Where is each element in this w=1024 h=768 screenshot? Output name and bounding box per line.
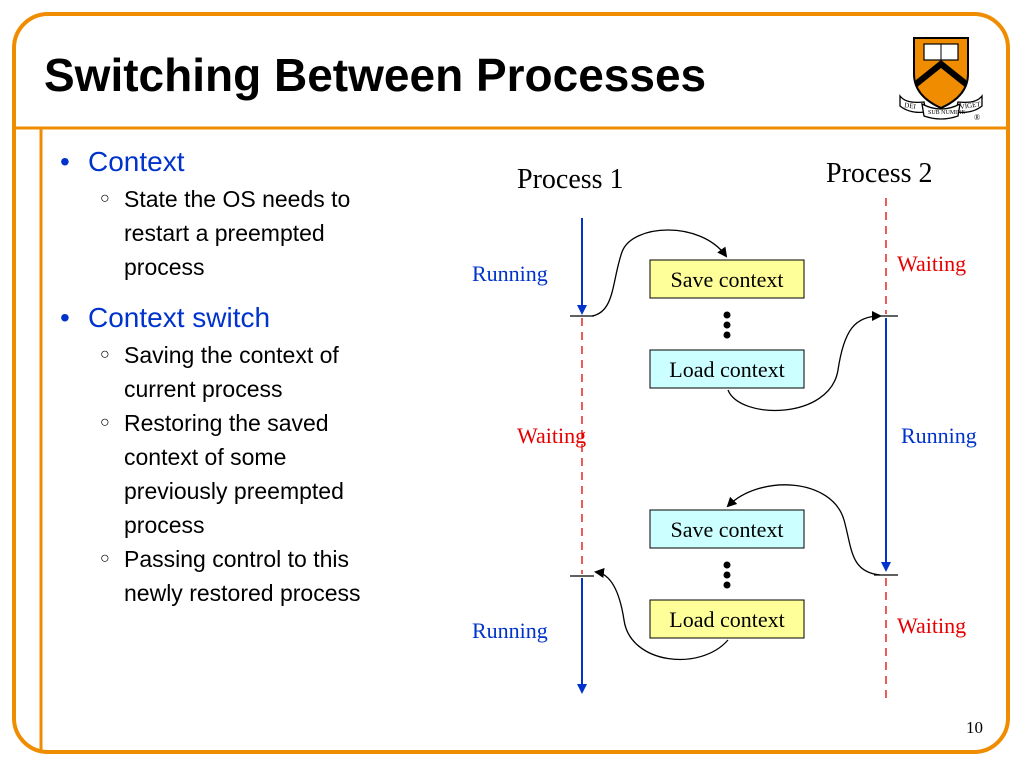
ellipsis-dot	[723, 321, 731, 329]
sub-bullet-line: newly restored process	[124, 580, 361, 606]
registered-mark: ®	[974, 113, 980, 122]
ellipsis-dot	[723, 571, 731, 579]
sub-bullet-line: State the OS needs to	[124, 186, 351, 212]
circle-bullet-icon: ○	[100, 190, 110, 207]
sub-bullet-cont: context of some	[60, 440, 440, 474]
p1-state-running-2: Running	[472, 618, 548, 643]
sub-bullet-line: previously preempted	[124, 478, 344, 504]
ribbon-center	[921, 102, 961, 120]
arrow-load-1-to-p2	[727, 311, 882, 412]
bullet-context: Context	[60, 142, 440, 182]
ellipsis-dot	[723, 561, 731, 569]
bullet-list: Context ○ State the OS needs to restart a…	[60, 142, 440, 610]
sub-bullet: ○ Saving the context of	[60, 338, 440, 372]
sub-bullet: ○ State the OS needs to	[60, 182, 440, 216]
motto-center: SUB NUMINE	[928, 110, 966, 116]
sub-bullet-line: current process	[124, 376, 283, 402]
load-context-box-1	[649, 349, 805, 389]
arrow-p2-to-save-2	[726, 484, 881, 576]
sub-bullet-cont: process	[60, 250, 440, 284]
motto-right: VIGET	[959, 100, 982, 111]
p2-state-running: Running	[901, 423, 977, 448]
princeton-shield-logo: DEI SUB NUMINE VIGET ®	[899, 37, 983, 122]
sub-bullet-cont: newly restored process	[60, 576, 440, 610]
load-context-box-2	[649, 599, 805, 639]
sub-bullet-cont: current process	[60, 372, 440, 406]
slide-title: Switching Between Processes	[44, 49, 707, 101]
bullet-context-switch: Context switch	[60, 298, 440, 338]
ellipsis-dot	[723, 581, 731, 589]
p1-state-running-1: Running	[472, 261, 548, 286]
sub-bullet-line: Passing control to this	[124, 546, 350, 572]
save-context-label-1: Save context	[670, 267, 783, 292]
sub-bullet-cont: previously preempted	[60, 474, 440, 508]
slide-border	[12, 12, 1010, 754]
sub-bullet: ○ Restoring the saved	[60, 406, 440, 440]
sub-bullet-line: Restoring the saved	[124, 410, 329, 436]
p2-state-waiting-1: Waiting	[897, 251, 966, 276]
circle-bullet-icon: ○	[100, 414, 110, 431]
sub-bullet-line: process	[124, 512, 205, 538]
motto-left: DEI	[904, 101, 917, 111]
save-context-box-1	[649, 259, 805, 299]
save-context-box-2	[649, 509, 805, 549]
arrow-load-2-to-p1	[594, 568, 729, 661]
sub-bullet-line: restart a preempted	[124, 220, 325, 246]
sub-bullet-cont: process	[60, 508, 440, 542]
save-context-label-2: Save context	[670, 517, 783, 542]
circle-bullet-icon: ○	[100, 550, 110, 567]
load-context-label-2: Load context	[669, 607, 784, 632]
arrow-p1-to-save-1	[591, 229, 728, 317]
ellipsis-dot	[723, 311, 731, 319]
page-number: 10	[966, 718, 983, 737]
ellipsis-dot	[723, 331, 731, 339]
circle-bullet-icon: ○	[100, 346, 110, 363]
sub-bullet-line: context of some	[124, 444, 287, 470]
p2-state-waiting-2: Waiting	[897, 613, 966, 638]
shield-chevron	[916, 60, 966, 88]
load-context-label-1: Load context	[669, 357, 784, 382]
sub-bullet-cont: restart a preempted	[60, 216, 440, 250]
process2-label: Process 2	[826, 158, 933, 189]
p1-state-waiting: Waiting	[517, 423, 586, 448]
sub-bullet-line: process	[124, 254, 205, 280]
sub-bullet: ○ Passing control to this	[60, 542, 440, 576]
process1-label: Process 1	[517, 164, 624, 195]
sub-bullet-line: Saving the context of	[124, 342, 339, 368]
